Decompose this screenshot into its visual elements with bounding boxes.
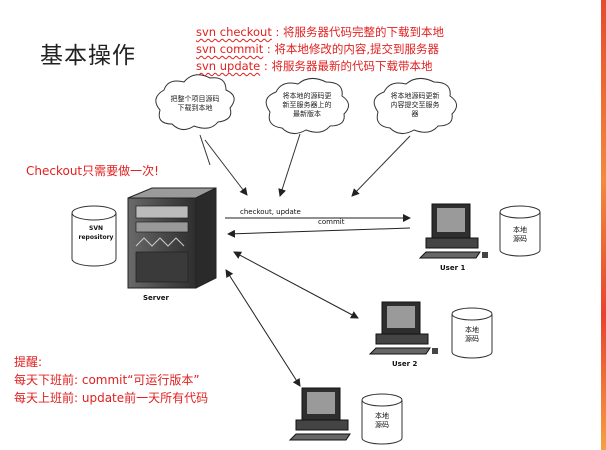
cloud-connector-lines: [204, 133, 411, 197]
reminder-line-update: 每天上班前: update前一天所有代码: [14, 391, 209, 405]
arrow-label-commit: commit: [318, 218, 345, 226]
command-keyword: svn update: [196, 59, 261, 73]
server-user3-arrow: [225, 269, 301, 387]
cloud-checkout-text: 把整个项目源码下载到本地: [170, 95, 220, 112]
cloud-update: [265, 78, 349, 134]
user1-local-label: 本地源码: [513, 226, 527, 243]
checkout-once-note: Checkout只需要做一次!: [26, 164, 159, 178]
command-keyword: svn commit: [196, 42, 264, 56]
user3-local-label: 本地源码: [375, 412, 389, 429]
command-description: : 将本地修改的内容,提交到服务器: [263, 42, 440, 56]
command-description: : 将服务器代码完整的下载到本地: [271, 25, 445, 39]
server-tower: [127, 187, 217, 289]
user3-local-cylinder: [361, 393, 403, 445]
cloud-commit-text: 将本地源码更新内容提交至服务器: [390, 92, 440, 118]
user2-local-cylinder: [451, 307, 493, 359]
user2-label: User 2: [392, 360, 418, 368]
command-checkout: svn checkout : 将服务器代码完整的下载到本地: [196, 24, 444, 40]
user1-computer: [418, 203, 488, 259]
reminder-heading: 提醒:: [14, 355, 43, 369]
slide-title: 基本操作: [40, 43, 136, 69]
server-label: Server: [143, 294, 170, 302]
user3-computer: [288, 387, 351, 441]
cloud-commit: [373, 78, 457, 134]
user1-label: User 1: [440, 264, 466, 272]
command-commit: svn commit : 将本地修改的内容,提交到服务器: [196, 41, 439, 57]
repository-cylinder: [71, 205, 117, 267]
command-description: : 将服务器最新的代码下载带本地: [260, 59, 433, 73]
arrow-label-checkout-update: checkout, update: [240, 208, 301, 216]
command-update: svn update : 将服务器最新的代码下载带本地: [196, 58, 432, 74]
slide-edge-decoration: [601, 0, 606, 450]
user1-local-cylinder: [499, 205, 541, 257]
cloud-checkout: [155, 74, 235, 166]
user2-computer: [368, 301, 438, 355]
server-user2-arrow: [233, 251, 359, 319]
command-keyword: svn checkout: [196, 25, 272, 39]
user2-local-label: 本地源码: [465, 326, 479, 343]
reminder-line-commit: 每天下班前: commit“可运行版本”: [14, 373, 200, 387]
server-user1-arrows: [225, 214, 411, 238]
cloud-update-text: 将本地的源码更新至服务器上的最新版本: [282, 92, 332, 118]
